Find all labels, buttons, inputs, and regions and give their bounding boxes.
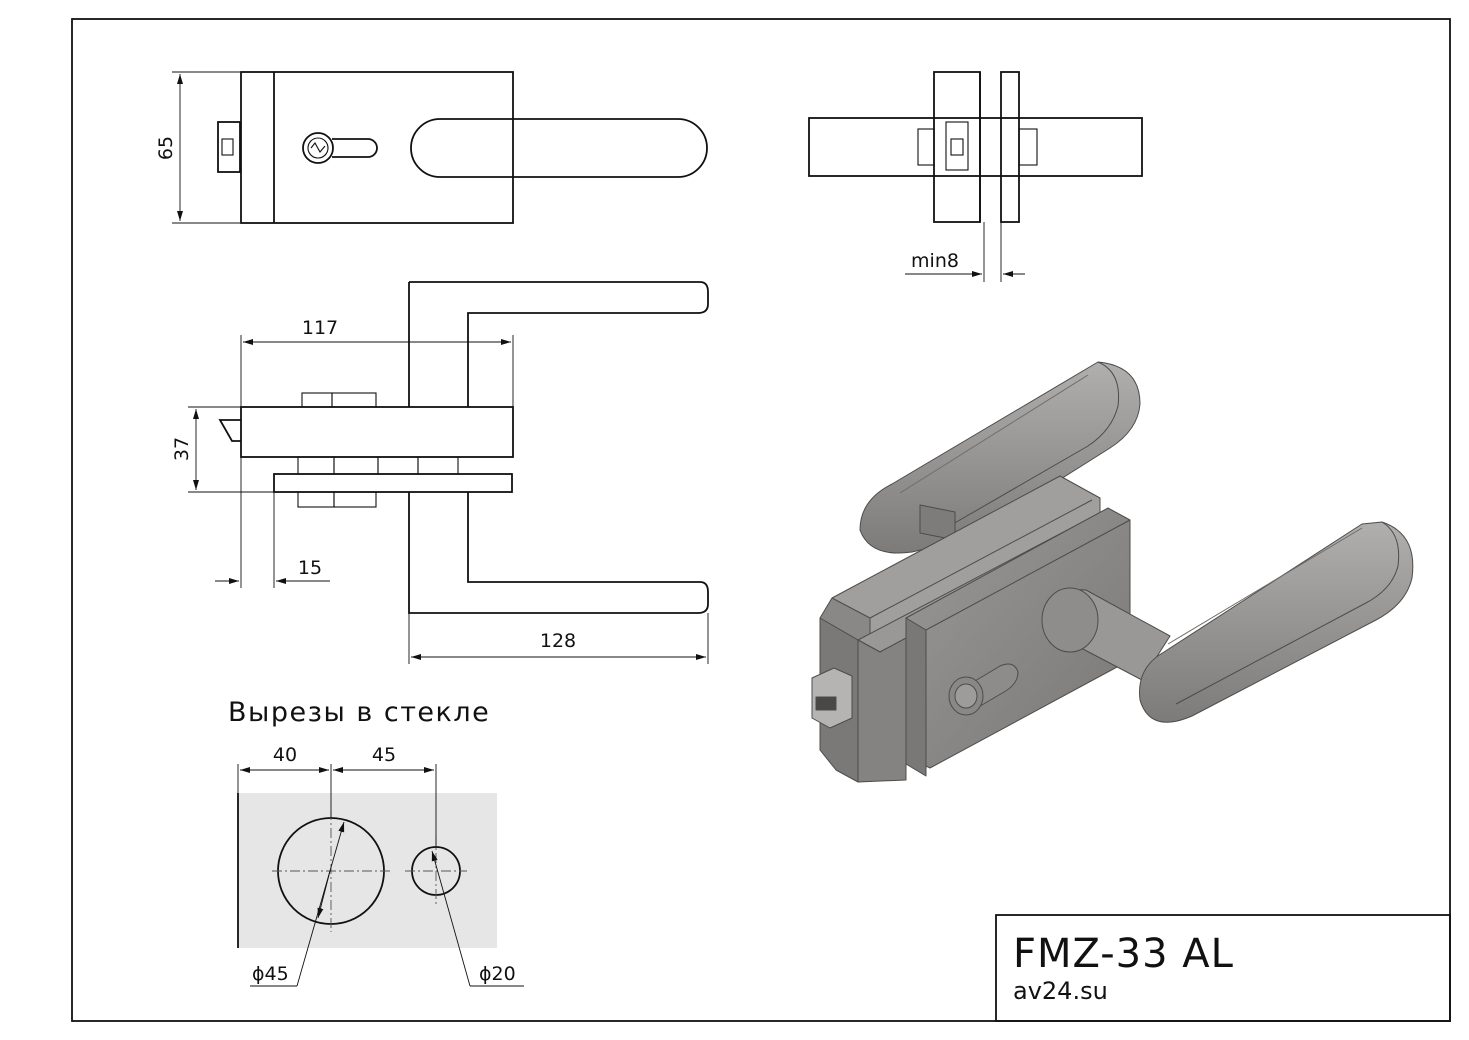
title-block: FMZ-33 AL av24.su bbox=[995, 914, 1451, 1022]
website: av24.su bbox=[1013, 977, 1108, 1005]
dimension-15: 15 bbox=[298, 557, 322, 579]
dimension-65: 65 bbox=[155, 136, 177, 160]
dimension-45: 45 bbox=[372, 744, 396, 766]
top-view: 117 37 15 128 bbox=[171, 281, 709, 664]
sheet-frame bbox=[71, 18, 1451, 1022]
model-name: FMZ-33 AL bbox=[1013, 931, 1234, 977]
side-view: min8 bbox=[808, 71, 1143, 282]
isometric-render bbox=[811, 361, 1414, 783]
dimension-diameter-45: ϕ45 bbox=[252, 963, 289, 985]
dimension-37: 37 bbox=[171, 437, 193, 461]
dimension-40: 40 bbox=[273, 744, 297, 766]
glass-cutouts: Вырезы в стекле 40 45 ϕ45 ϕ20 bbox=[228, 697, 524, 987]
dimension-117: 117 bbox=[302, 317, 338, 339]
dimension-min8: min8 bbox=[911, 250, 959, 272]
glass-panel bbox=[238, 793, 497, 948]
dimension-diameter-20: ϕ20 bbox=[479, 963, 516, 985]
front-view: 65 bbox=[155, 71, 708, 224]
dimension-128: 128 bbox=[540, 630, 576, 652]
cutouts-caption: Вырезы в стекле bbox=[228, 697, 490, 728]
